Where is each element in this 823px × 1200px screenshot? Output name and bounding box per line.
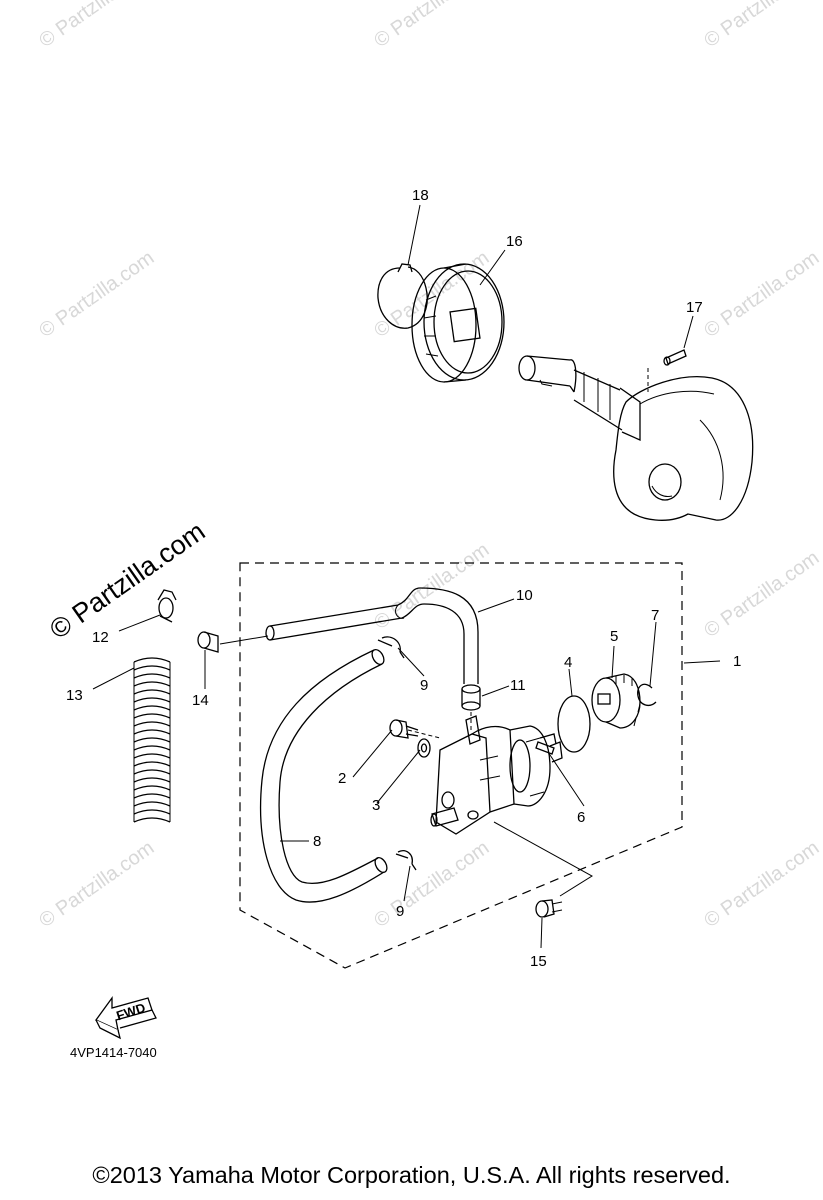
fwd-arrow-icon: FWD: [95, 996, 157, 1040]
crankcase-housing: [613, 376, 754, 521]
callout-3: 3: [372, 797, 380, 814]
callout-18: 18: [412, 187, 429, 204]
partzilla-watermark-large: © Partzilla.com: [44, 516, 210, 645]
callout-16: 16: [506, 233, 523, 250]
clamp-12: [157, 589, 177, 623]
assembly-outline: [239, 562, 683, 969]
watermark: © Partzilla.com: [370, 247, 493, 342]
watermark: © Partzilla.com: [370, 0, 493, 52]
bolt-2: [389, 719, 441, 739]
watermark: © Partzilla.com: [370, 837, 493, 932]
callout-7: 7: [651, 607, 659, 624]
callout-14: 14: [192, 692, 209, 709]
watermark: © Partzilla.com: [35, 0, 158, 52]
callout-9-upper: 9: [420, 677, 428, 694]
callout-17: 17: [686, 299, 703, 316]
screw-15: [535, 899, 563, 918]
callout-6: 6: [577, 809, 585, 826]
watermark: © Partzilla.com: [700, 247, 823, 342]
pin-6: [535, 741, 555, 755]
callout-9-lower: 9: [396, 903, 404, 920]
callout-5: 5: [610, 628, 618, 645]
callout-8: 8: [313, 833, 321, 850]
watermark: © Partzilla.com: [35, 247, 158, 342]
gear-16: [411, 263, 505, 383]
watermarks: © Partzilla.com © Partzilla.com © Partzi…: [35, 0, 823, 932]
callout-labels: 1 2 3 4 5 6 7 8 9 9 10 11 12 13 14 15 16…: [66, 187, 741, 970]
callout-leaders: [92, 204, 721, 949]
shaft: [518, 355, 641, 442]
callout-13: 13: [66, 687, 83, 704]
o-ring-4: [557, 695, 591, 753]
diagram-code: 4VP1414-7040: [70, 1045, 157, 1060]
dowel-pin-17: [647, 349, 687, 392]
washer-3: [417, 738, 431, 758]
collar-14: [197, 631, 269, 653]
hose-10: [265, 587, 479, 684]
callout-2: 2: [338, 770, 346, 787]
screw-leader: [493, 821, 593, 897]
callout-15: 15: [530, 953, 547, 970]
clip-7: [637, 683, 657, 707]
callout-10: 10: [516, 587, 533, 604]
gear-5: [591, 673, 641, 729]
joint-11: [461, 684, 481, 730]
hose-clip-9-lower: [395, 850, 417, 871]
watermark: © Partzilla.com: [700, 0, 823, 52]
hose-8: [259, 648, 388, 903]
fwd-label: FWD: [114, 1000, 147, 1023]
circlip-18: [377, 263, 428, 329]
copyright-notice: ©2013 Yamaha Motor Corporation, U.S.A. A…: [92, 1162, 731, 1188]
oil-pump-body-1: [430, 715, 563, 835]
callout-1: 1: [733, 653, 741, 670]
watermark: © Partzilla.com: [700, 547, 823, 642]
callout-12: 12: [92, 629, 109, 646]
watermark: © Partzilla.com: [700, 837, 823, 932]
spring-13: [133, 657, 171, 823]
parts-diagram: © Partzilla.com © Partzilla.com © Partzi…: [35, 0, 823, 1060]
watermark: © Partzilla.com: [35, 837, 158, 932]
callout-4: 4: [564, 654, 572, 671]
callout-11: 11: [510, 677, 526, 694]
hose-clip-9-upper: [377, 636, 405, 659]
